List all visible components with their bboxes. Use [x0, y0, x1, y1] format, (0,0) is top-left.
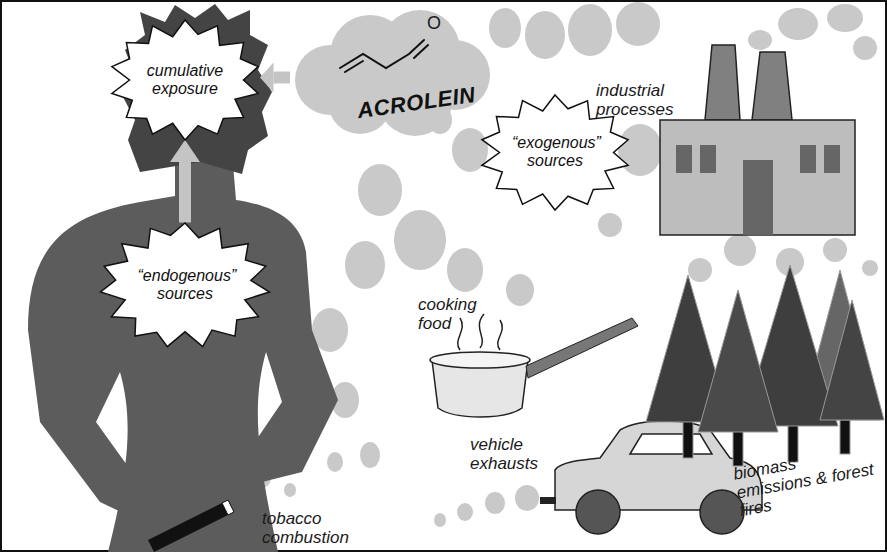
- smoke-puffs: [568, 4, 612, 56]
- smoke-puffs: [724, 234, 756, 266]
- atom-label: O: [427, 14, 441, 34]
- smoke-puffs: [358, 164, 402, 216]
- smoke-puffs: [862, 260, 878, 276]
- smoke-puffs: [598, 213, 622, 237]
- source-label: industrial processes: [596, 82, 696, 119]
- smoke-puffs: [345, 241, 385, 289]
- smoke-puffs: [394, 210, 446, 270]
- starburst-text: “endogenous” sources: [138, 267, 233, 302]
- factory-window: [824, 145, 840, 173]
- smoke-puffs: [616, 2, 660, 46]
- smoke-puffs: [284, 483, 296, 497]
- starburst-text: cumulative exposure: [144, 62, 226, 97]
- acrolein-cloud: ACROLEIN: [290, 10, 490, 135]
- acrolein-structure: [340, 40, 428, 72]
- smoke-puffs: [515, 485, 539, 511]
- smoke-puffs: [360, 442, 380, 468]
- node-content: ACROLEIN: [290, 10, 490, 135]
- exposure-arrow: [170, 140, 200, 223]
- tree-trunk: [683, 420, 693, 458]
- body-silhouette: [28, 150, 338, 552]
- factory-window: [800, 145, 816, 173]
- node-content: cumulative exposure: [110, 20, 260, 140]
- bond-line: [340, 40, 424, 68]
- cigarette: [148, 500, 234, 552]
- smokestack: [705, 45, 740, 120]
- car-window: [630, 434, 712, 454]
- smoke-puffs: [489, 8, 521, 48]
- smoke-puffs: [485, 492, 505, 514]
- node-content: “endogenous” sources: [100, 223, 270, 348]
- exposure-arrow: [260, 63, 290, 93]
- factory-window: [676, 145, 692, 173]
- arrow-head: [260, 63, 274, 93]
- woman-silhouette: [28, 4, 338, 552]
- smoke-puffs: [618, 124, 662, 176]
- source-label: cooking food: [418, 296, 488, 333]
- pot-rim: [430, 352, 530, 368]
- smokestack: [752, 52, 792, 120]
- factory-window: [700, 145, 716, 173]
- smoke-puffs: [457, 503, 473, 521]
- starburst-outline: [101, 223, 270, 347]
- smoke-puffs: [233, 2, 878, 527]
- tree-trunk: [840, 418, 850, 454]
- smoke-puffs: [823, 238, 847, 262]
- arrow-shaft: [179, 162, 191, 223]
- arrow-shaft: [274, 72, 291, 84]
- smoke-puffs: [688, 258, 712, 282]
- smoke-puffs: [506, 274, 534, 306]
- compound-name: ACROLEIN: [356, 83, 477, 123]
- tree: [820, 300, 884, 420]
- smoke-puffs: [525, 11, 565, 59]
- smoke-puffs: [327, 452, 343, 472]
- exposure-starburst: cumulative exposure: [110, 20, 260, 140]
- factory-door: [743, 160, 773, 235]
- car: [540, 421, 762, 534]
- source-label: tobacco combustion: [262, 510, 372, 547]
- smoke-puffs: [447, 248, 483, 292]
- smoke-puffs: [827, 4, 863, 32]
- steam: [458, 314, 503, 350]
- starburst-text: “exogenous” sources: [512, 134, 598, 169]
- factory-body: [660, 120, 855, 235]
- smoke-puffs: [853, 36, 877, 60]
- smoke-puffs: [748, 30, 772, 50]
- cloud-puffs: [295, 10, 490, 136]
- forest: [646, 265, 884, 466]
- smoke-puffs: [434, 513, 446, 527]
- pot-handle: [526, 318, 638, 378]
- tree-trunk: [733, 430, 743, 466]
- starburst-outline: [112, 20, 258, 140]
- exhaust-pipe: [540, 497, 556, 504]
- source-label: vehicle exhausts: [470, 436, 552, 473]
- car-wheel: [576, 490, 620, 534]
- factory: [660, 45, 855, 235]
- arrow-head: [170, 140, 200, 162]
- pot: [430, 314, 638, 417]
- double-bond: [345, 61, 363, 72]
- double-bond: [414, 45, 428, 58]
- endogenous-starburst: “endogenous” sources: [100, 223, 270, 348]
- cigarette-tip: [222, 500, 234, 515]
- smoke-puffs: [778, 8, 818, 40]
- tree: [698, 290, 778, 432]
